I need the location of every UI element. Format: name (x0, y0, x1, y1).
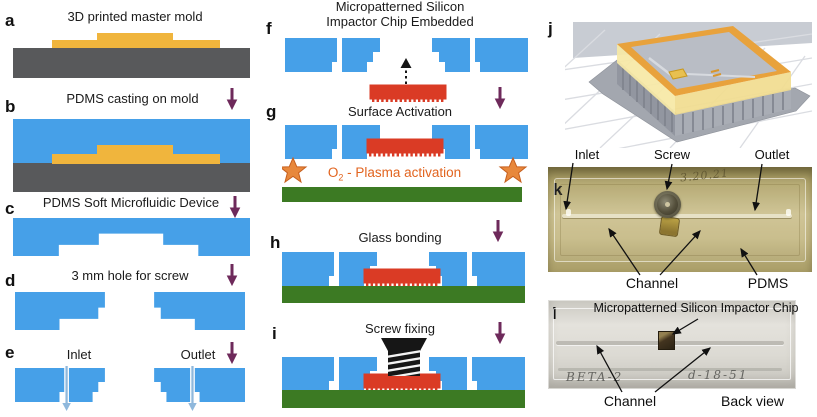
surface-activation-diagram (282, 125, 528, 202)
plasma-text: - Plasma activation (347, 165, 462, 180)
panel-h-letter: h (270, 233, 281, 252)
process-arrow-icon (492, 220, 504, 242)
panel-k-screw-label: Screw (653, 147, 691, 162)
panel-j-letter: j (548, 19, 553, 38)
panel-k-channel-label: Channel (625, 275, 679, 291)
plasma-o: O (327, 165, 339, 180)
panel-k-outlet-label: Outlet (754, 147, 790, 162)
panel-k-letter: k (553, 180, 563, 199)
silicon-impactor-chip (368, 83, 448, 102)
silicon-impactor-chip (362, 372, 442, 392)
process-arrow-icon (229, 196, 241, 218)
silicon-impactor-chip (658, 331, 675, 350)
panel-l-channel-label: Channel (603, 393, 657, 409)
glass-bonding-diagram (282, 252, 525, 303)
plasma-star-icon (499, 157, 527, 183)
render-cavity-floor (631, 32, 777, 89)
panel-e-inlet-label: Inlet (66, 347, 92, 362)
panel-f-letter: f (266, 19, 272, 38)
mold-substrate (13, 48, 250, 78)
panel-l-letter: l (552, 304, 557, 323)
panel-k-inlet-label: Inlet (574, 147, 600, 162)
panel-f-title-line1: Micropatterned Silicon (335, 0, 465, 14)
inlet-port (566, 209, 571, 216)
render-channel-detail (648, 57, 756, 80)
screw-head (654, 191, 681, 218)
panel-a-letter: a (5, 11, 15, 30)
mold-base-bar (52, 40, 220, 49)
outlet-flow-arrow-icon (188, 366, 197, 411)
mold-substrate (13, 163, 250, 192)
panel-l-chip-label: Micropatterned Silicon Impactor Chip (593, 301, 799, 315)
insert-direction-arrow-icon (400, 58, 412, 84)
panel-l-back-view-label: Back view (720, 393, 785, 409)
render-yellow-left-wall (617, 44, 675, 115)
render-base-ribs (622, 68, 784, 134)
silicon-impactor-chip (362, 267, 442, 287)
panel-b-letter: b (5, 97, 16, 116)
plasma-star-icon (282, 157, 307, 183)
panel-g-letter: g (266, 102, 277, 121)
channel-groove (562, 214, 792, 218)
panel-c-letter: c (5, 199, 15, 218)
outlet-port (786, 209, 791, 216)
plasma-sub2: 2 (338, 172, 344, 183)
render-base-left-face (617, 62, 675, 136)
mold-raised-feature (97, 33, 173, 42)
cad-render-master-mold (565, 22, 812, 148)
panel-i-letter: i (272, 324, 277, 343)
panel-i-title: Screw fixing (364, 321, 436, 336)
plasma-activation-label: O2 - Plasma activation (322, 165, 467, 183)
process-arrow-icon (226, 88, 238, 110)
pdms-cross-section-c (13, 218, 250, 256)
handwritten-mark-right: d-18-51 (688, 368, 749, 382)
inlet-flow-arrow-icon (62, 366, 71, 411)
glass-slide (282, 390, 525, 408)
render-yellow-right-wall (675, 72, 791, 115)
panel-c-title: PDMS Soft Microfluidic Device (42, 195, 220, 210)
glass-slide (282, 187, 522, 202)
pdms-cross-section-e (15, 366, 245, 411)
screw-fixing-diagram (282, 338, 525, 408)
handwritten-mark-left: BETA-2 (566, 370, 624, 384)
photo-device-top-view: k 3.20.21 (548, 166, 812, 272)
panel-g-title: Surface Activation (347, 104, 453, 119)
pdms-slab (554, 178, 806, 262)
pdms-cross-section-f (285, 38, 528, 102)
panel-h-title: Glass bonding (358, 230, 442, 245)
mold-raised-feature (97, 145, 173, 155)
silicon-impactor-chip (365, 137, 445, 157)
panel-f-title-line2: Impactor Chip Embedded (326, 14, 474, 29)
glass-slide (282, 286, 525, 303)
panel-e-letter: e (5, 343, 15, 362)
screw-icon (381, 338, 427, 376)
panel-b-title: PDMS casting on mold (66, 91, 199, 106)
panel-a-title: 3D printed master mold (67, 9, 203, 24)
brass-nut (658, 215, 681, 238)
panel-d-title: 3 mm hole for screw (71, 268, 189, 283)
panel-d-letter: d (5, 271, 16, 290)
pdms-cross-section-d (15, 292, 245, 330)
mold-base-bar (52, 154, 220, 164)
panel-k-pdms-label: PDMS (747, 275, 789, 291)
panel-e-outlet-label: Outlet (180, 347, 216, 362)
process-arrow-icon (226, 264, 238, 286)
